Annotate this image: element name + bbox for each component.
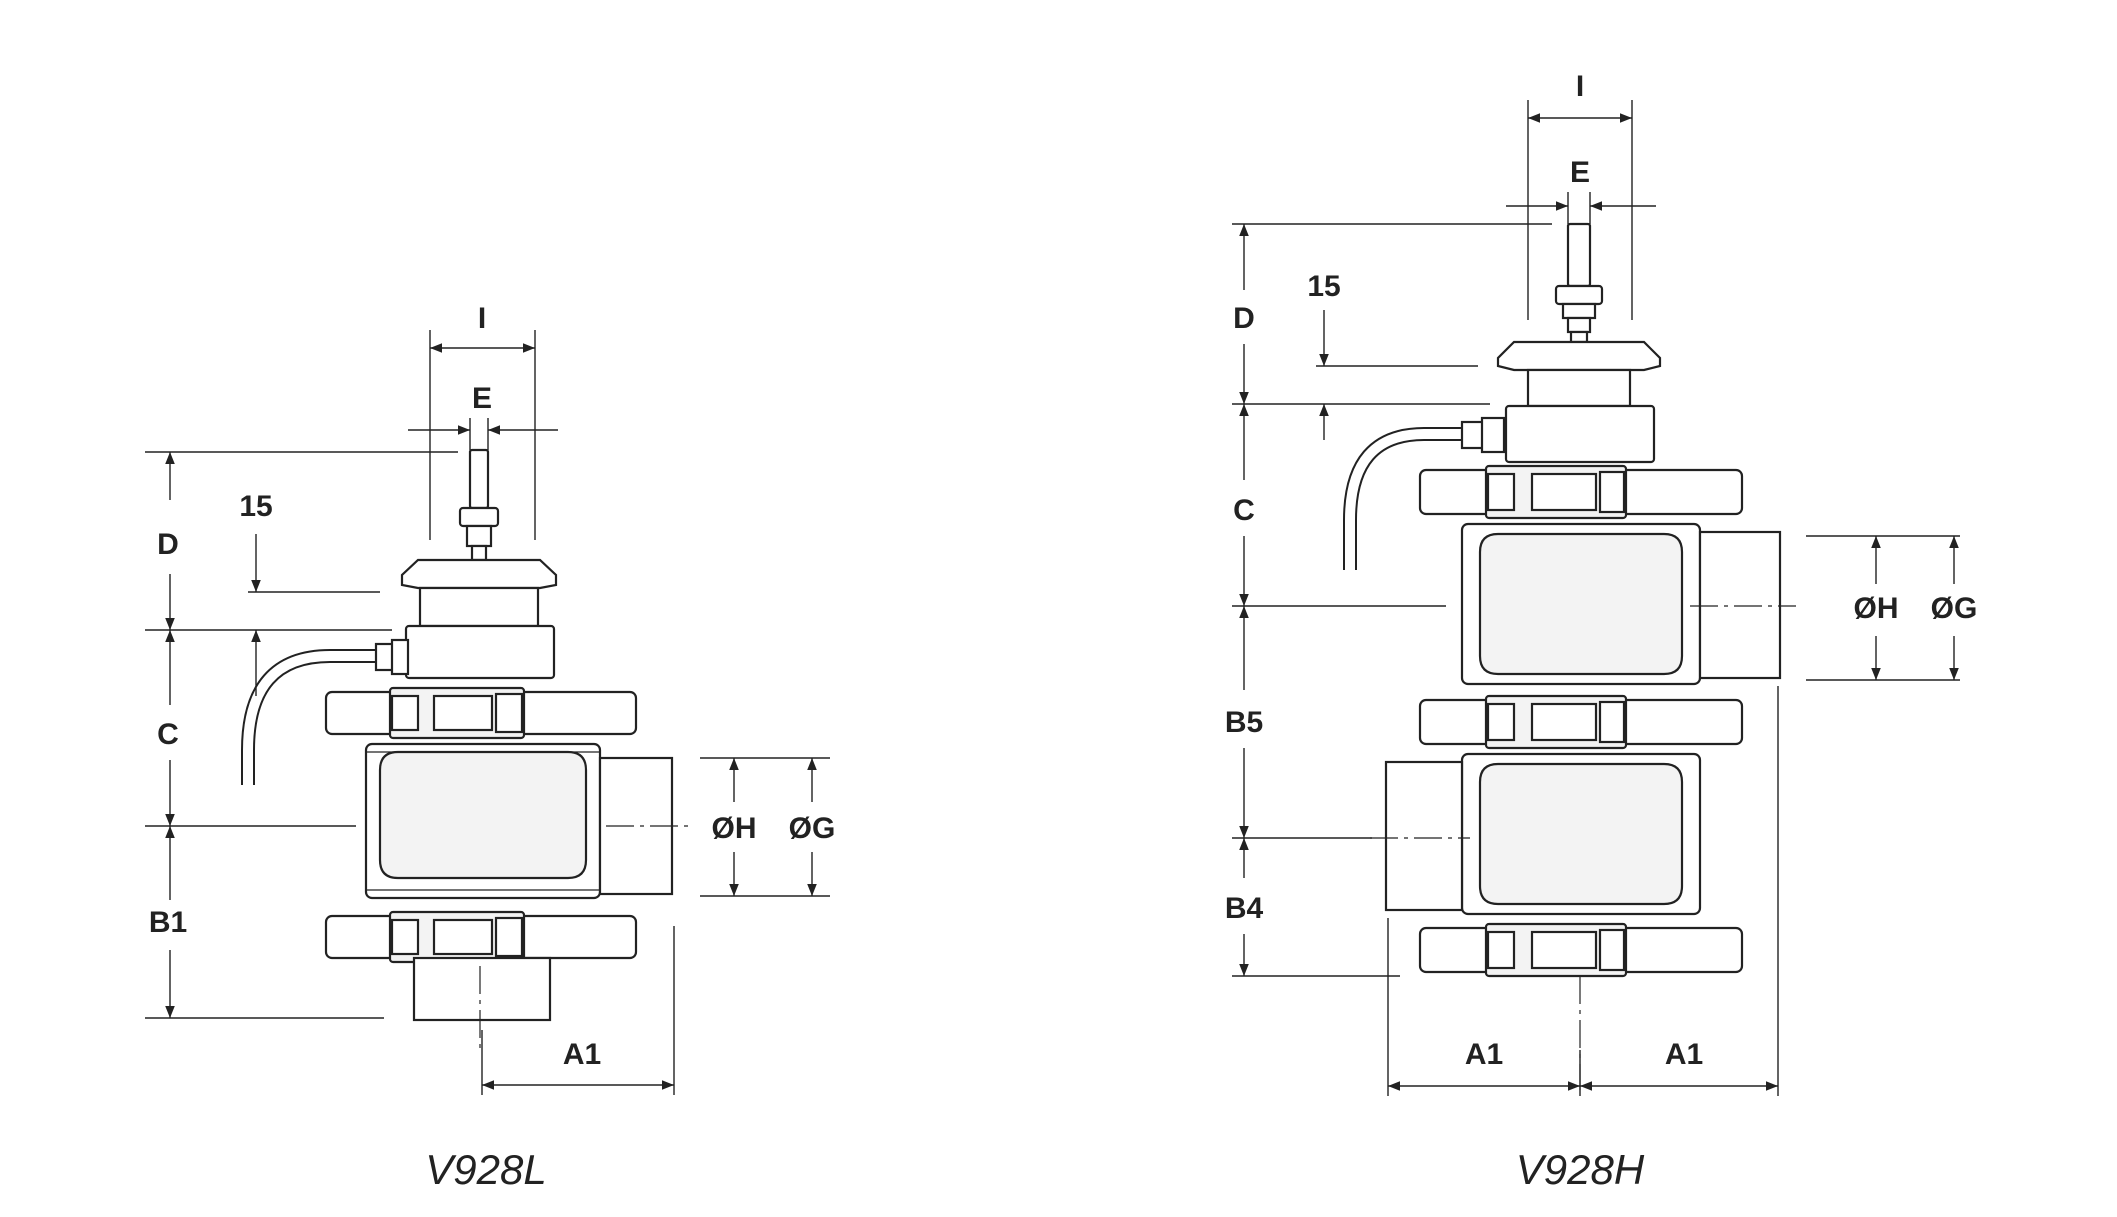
v928l-dimensions: I E 15 D C B1 A1 ØH ØG V928L: [145, 302, 835, 1193]
dim-label-a1: A1: [563, 1038, 601, 1071]
dim-label-i: I: [478, 302, 486, 335]
dim-label-diameter-g: ØG: [789, 812, 836, 845]
dim-label-15: 15: [239, 490, 272, 523]
dim-label-b4: B4: [1225, 892, 1264, 925]
dim-label-diameter-g: ØG: [1931, 592, 1978, 625]
caption-v928l: V928L: [425, 1146, 546, 1193]
dim-label-diameter-h: ØH: [1854, 592, 1899, 625]
dim-label-c: C: [1233, 494, 1255, 527]
dim-label-e: E: [472, 382, 492, 415]
dim-label-b1: B1: [149, 906, 187, 939]
dim-label-b5: B5: [1225, 706, 1263, 739]
dim-label-d: D: [1233, 302, 1255, 335]
valve-v928l: [241, 448, 688, 1048]
dim-label-diameter-h: ØH: [712, 812, 757, 845]
dim-label-e: E: [1570, 156, 1590, 189]
valve-v928h: [1343, 222, 1796, 1090]
dim-label-15: 15: [1307, 270, 1340, 303]
dim-label-a1-right: A1: [1665, 1038, 1703, 1071]
dim-label-d: D: [157, 528, 179, 561]
caption-v928h: V928H: [1516, 1146, 1645, 1193]
v928h-dimensions: I E 15 D C B5 B4 A1 A1 ØH ØG V928H: [1225, 70, 1978, 1193]
dim-label-a1-left: A1: [1465, 1038, 1503, 1071]
dim-label-i: I: [1576, 70, 1584, 103]
dim-label-c: C: [157, 718, 179, 751]
